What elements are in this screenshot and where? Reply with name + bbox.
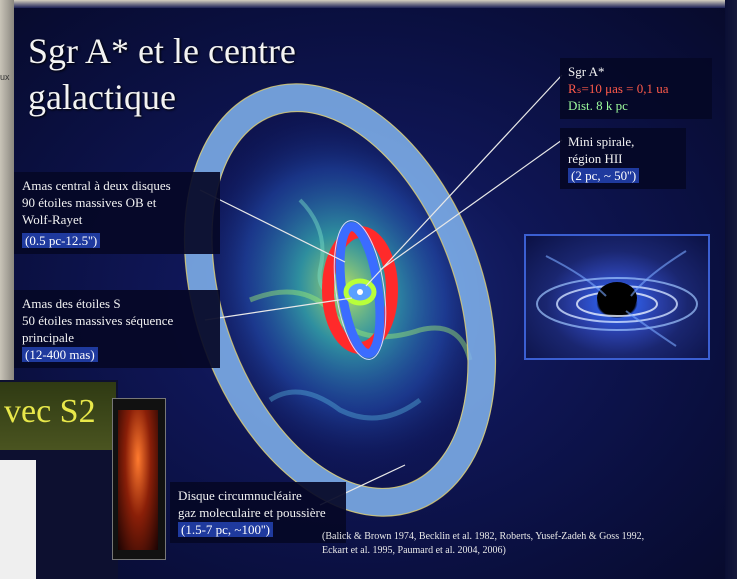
black-hole-swirl — [526, 236, 708, 358]
mini-spirale-size: (2 pc, ~ 50'') — [568, 168, 639, 183]
slide-title-line2: galactique — [28, 74, 296, 120]
sgra-distance: Dist. 8 k pc — [568, 97, 704, 114]
sgra-name: Sgr A* — [568, 63, 704, 80]
second-slide-panel — [0, 460, 36, 579]
sgra-radius: Rₛ=10 μas = 0,1 ua — [568, 80, 704, 97]
slide-title: Sgr A* et le centre galactique — [28, 28, 296, 120]
disque-line1: Disque circumnucléaire — [178, 487, 338, 504]
slide-title-line1: Sgr A* et le centre — [28, 28, 296, 74]
references: (Balick & Brown 1974, Becklin et al. 198… — [322, 530, 722, 558]
sgr-a-star-core — [357, 289, 363, 295]
amas-s-line2: 50 étoiles massives séquence — [22, 312, 212, 329]
disque-label: Disque circumnucléaire gaz moleculaire e… — [170, 482, 346, 543]
amas-s-size: (12-400 mas) — [22, 347, 98, 362]
amas-central-line2: 90 étoiles massives OB et — [22, 194, 212, 211]
amas-s-line3: principale — [22, 329, 212, 346]
amas-central-label: Amas central à deux disques 90 étoiles m… — [14, 172, 220, 254]
mini-spirale-label: Mini spirale, région HII (2 pc, ~ 50'') — [560, 128, 686, 189]
mini-spirale-line2: région HII — [568, 150, 678, 167]
sgra-label: Sgr A* Rₛ=10 μas = 0,1 ua Dist. 8 k pc — [560, 58, 712, 119]
disque-size: (1.5-7 pc, ~100'') — [178, 522, 273, 537]
amas-central-size: (0.5 pc-12.5'') — [22, 233, 100, 248]
references-line1: (Balick & Brown 1974, Becklin et al. 198… — [322, 530, 722, 544]
second-slide-title: vec S2 — [0, 382, 116, 450]
amas-s-label: Amas des étoiles S 50 étoiles massives s… — [14, 290, 220, 368]
black-hole-illustration — [524, 234, 710, 360]
mini-spirale-line1: Mini spirale, — [568, 133, 678, 150]
disque-line2: gaz moleculaire et poussière — [178, 504, 338, 521]
references-line2: Eckart et al. 1995, Paumard et al. 2004,… — [322, 544, 722, 558]
amas-central-line1: Amas central à deux disques — [22, 177, 212, 194]
amas-s-line1: Amas des étoiles S — [22, 295, 212, 312]
second-slide-heatmap — [118, 410, 158, 550]
amas-central-line3: Wolf-Rayet — [22, 211, 212, 228]
